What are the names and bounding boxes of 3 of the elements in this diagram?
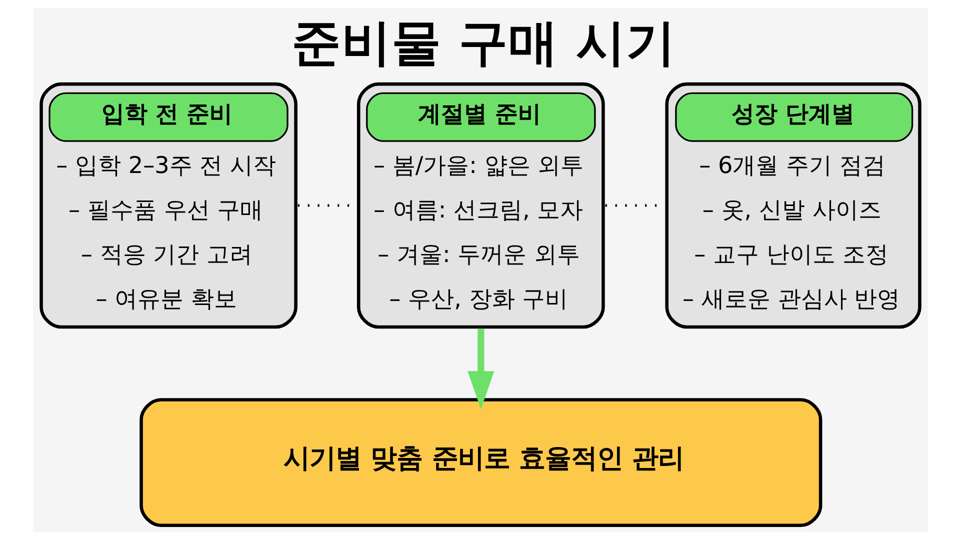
node-box: 시기별 맞춤 준비로 효율적인 관리 [139, 398, 822, 528]
arrow [467, 328, 494, 410]
diagram-title: 준비물 구매 시기 [290, 13, 676, 72]
